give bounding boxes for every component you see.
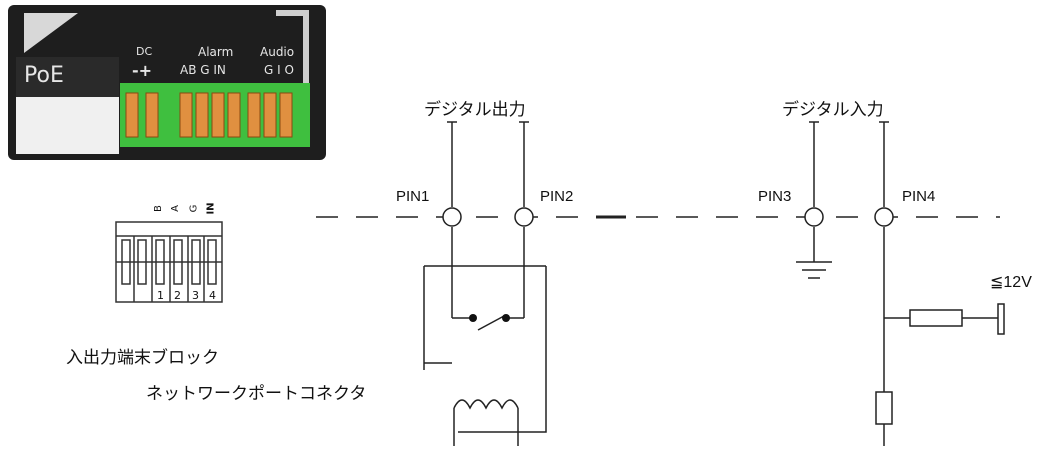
dip-letter-in: IN	[205, 202, 217, 215]
pin3-terminal	[804, 207, 824, 227]
alarm-pins-label: AB G IN	[180, 63, 226, 77]
network-port-connector-label: ネットワークポートコネクタ	[146, 384, 367, 404]
poe-label: PoE	[24, 63, 64, 88]
voltage-label: ≦12V	[990, 274, 1032, 291]
pin2-terminal	[514, 207, 534, 227]
pin1-terminal	[442, 207, 462, 227]
dc-polarity-label: -+	[132, 61, 153, 80]
terminal-block-graphic	[24, 10, 310, 147]
alarm-label: Alarm	[198, 45, 234, 59]
relay-contact-right	[502, 314, 510, 322]
pin2-label: PIN2	[540, 188, 574, 205]
dip-letter-g: G	[188, 204, 200, 213]
audio-label: Audio	[260, 45, 295, 59]
dip-letter-b: B	[152, 205, 164, 212]
pin3-label: PIN3	[758, 188, 792, 205]
dip-switch-block	[115, 221, 223, 303]
pin4-label: PIN4	[902, 188, 936, 205]
digital-output-label: デジタル出力	[424, 100, 526, 120]
digital-input-label: デジタル入力	[782, 100, 884, 120]
dip-number-4: 4	[209, 289, 216, 302]
dip-letter-a: A	[169, 205, 181, 212]
relay-contact-left	[469, 314, 477, 322]
poe-port-area	[16, 57, 119, 97]
audio-pins-label: G I O	[264, 63, 294, 77]
pin1-label: PIN1	[396, 188, 430, 205]
dip-number-1: 1	[157, 289, 164, 302]
dip-number-2: 2	[174, 289, 181, 302]
pin4-terminal	[874, 207, 894, 227]
dip-number-3: 3	[192, 289, 199, 302]
device-terminal-panel: PoE DC -+ Alarm AB G IN Audio G I O	[8, 5, 326, 160]
digital-input-circuit	[796, 121, 1005, 446]
terminal-slots	[125, 92, 293, 138]
dc-label: DC	[136, 45, 153, 58]
digital-output-circuit	[423, 121, 547, 446]
io-terminal-block-label: 入出力端末ブロック	[66, 348, 219, 368]
network-port-cover	[16, 97, 119, 154]
